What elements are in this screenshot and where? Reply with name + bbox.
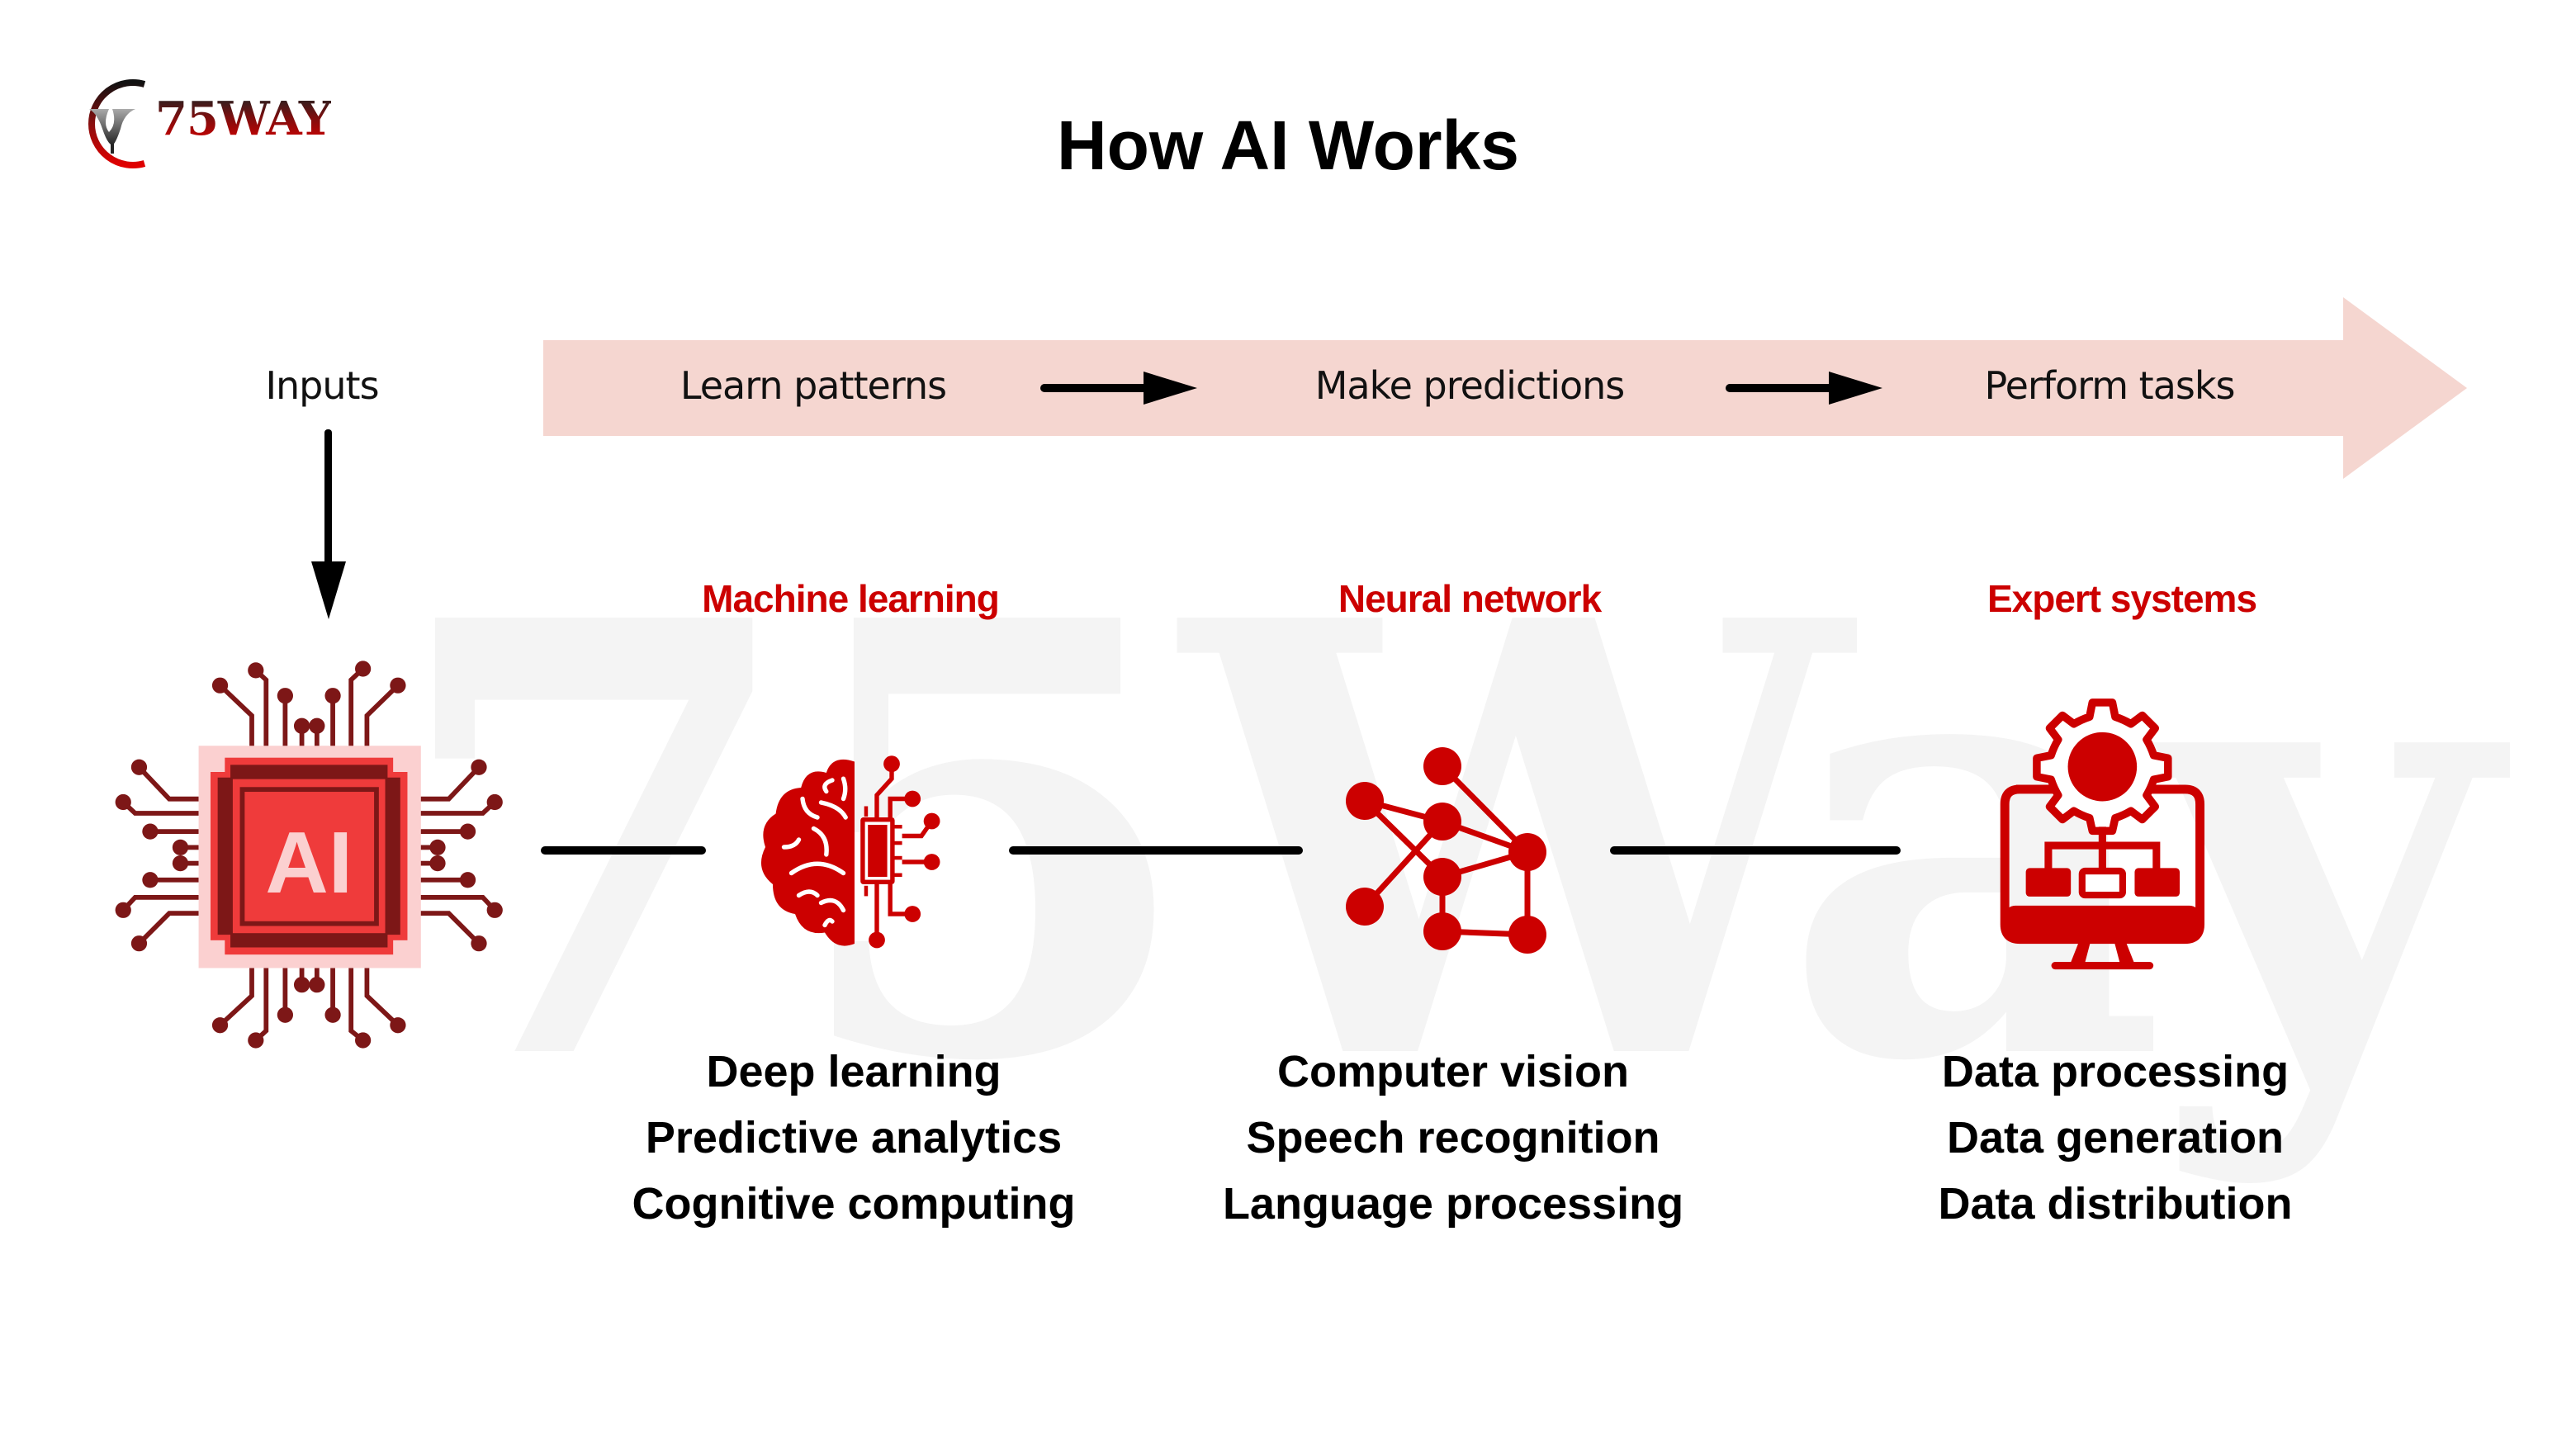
machine-learning-list: Deep learning Predictive analytics Cogni… bbox=[540, 1039, 1167, 1237]
inputs-label: Inputs bbox=[265, 363, 379, 408]
step-perform-tasks: Perform tasks bbox=[1984, 363, 2236, 408]
category-title-neural-network: Neural network bbox=[1338, 577, 1602, 620]
step-learn-patterns: Learn patterns bbox=[680, 363, 947, 408]
brain-circuit-icon bbox=[760, 755, 940, 949]
list-item: Language processing bbox=[1222, 1179, 1684, 1229]
list-item: Computer vision bbox=[1276, 1047, 1630, 1096]
connector-line bbox=[541, 846, 706, 855]
arrow-right-icon bbox=[1040, 372, 1197, 405]
neural-network-list: Computer vision Speech recognition Langu… bbox=[1139, 1039, 1767, 1237]
logo-wordmark: 75WAY bbox=[155, 92, 332, 146]
ai-chip-label: AI bbox=[265, 814, 353, 912]
connector-line bbox=[1009, 846, 1303, 855]
list-item: Data generation bbox=[1946, 1113, 2285, 1163]
monitor-gear-icon bbox=[2000, 698, 2204, 970]
list-item: Cognitive computing bbox=[632, 1179, 1076, 1229]
ai-chip-icon: AI bbox=[115, 661, 503, 1049]
logo-emblem-icon bbox=[88, 79, 146, 168]
connector-line bbox=[1610, 846, 1901, 855]
page-title: How AI Works bbox=[1056, 107, 1520, 184]
category-title-expert-systems: Expert systems bbox=[1986, 577, 2257, 620]
arrow-down-icon bbox=[311, 429, 346, 619]
arrow-right-icon bbox=[1726, 372, 1882, 405]
brand-logo[interactable]: 75WAY bbox=[66, 74, 347, 173]
category-title-machine-learning: Machine learning bbox=[702, 577, 1000, 620]
flow-band-arrow bbox=[543, 297, 2467, 479]
list-item: Speech recognition bbox=[1246, 1113, 1660, 1163]
list-item: Predictive analytics bbox=[645, 1113, 1063, 1163]
step-make-predictions: Make predictions bbox=[1314, 363, 1626, 408]
network-nodes-icon bbox=[1346, 747, 1546, 954]
expert-systems-list: Data processing Data generation Data dis… bbox=[1802, 1039, 2429, 1237]
list-item: Data distribution bbox=[1938, 1179, 2293, 1229]
list-item: Deep learning bbox=[706, 1047, 1002, 1096]
list-item: Data processing bbox=[1941, 1047, 2290, 1096]
